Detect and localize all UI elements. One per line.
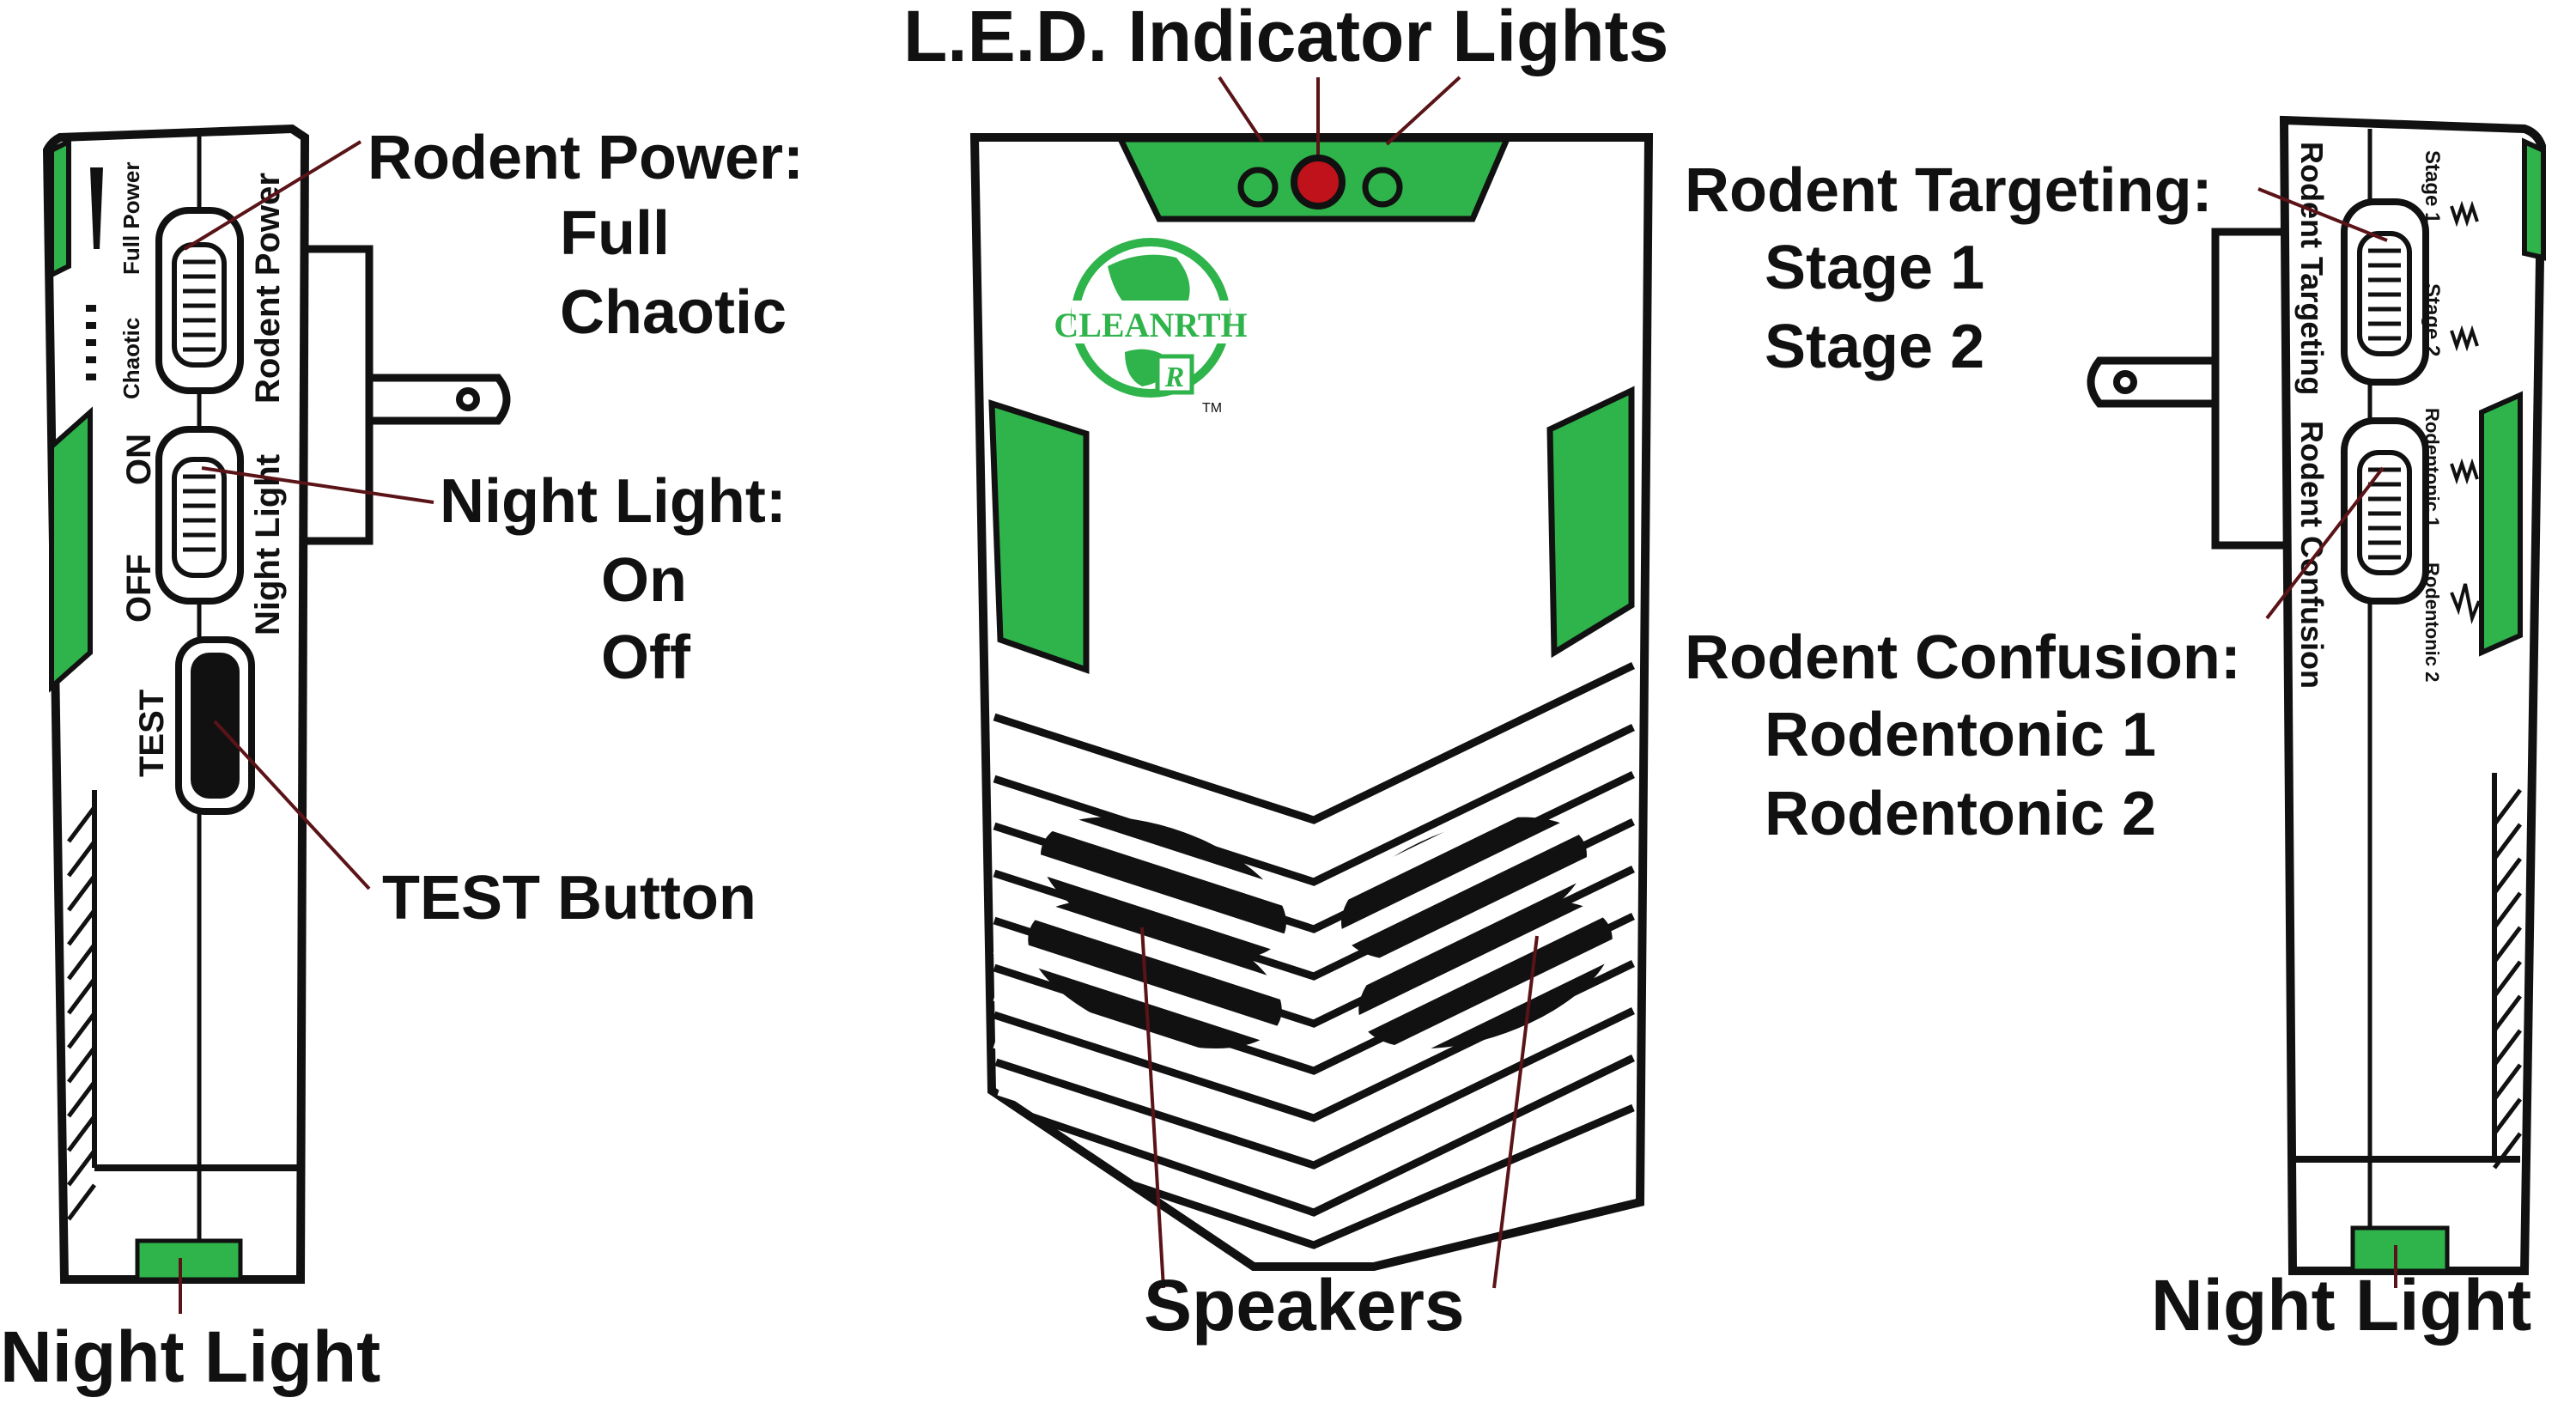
led-indicator-label: L.E.D. Indicator Lights <box>903 0 1669 76</box>
rodent-confusion-r1: Rodentonic 1 <box>1765 701 2157 769</box>
night-light-switch[interactable] <box>155 426 244 605</box>
test-button-label: TEST Button <box>382 864 756 933</box>
right-hatching <box>2493 788 2522 1170</box>
led-green-left <box>1237 167 1279 208</box>
night-light-left-label: Night Light <box>0 1316 381 1397</box>
stage2-text: Stage 2 <box>2421 283 2444 356</box>
led-green-right <box>1362 167 1403 208</box>
right-green-cap <box>2522 137 2546 261</box>
night-light-on: On <box>601 546 687 615</box>
leader-speaker-right <box>1492 935 1539 1289</box>
center-device: CLEANRTH R TM <box>969 133 1654 1271</box>
cleanrth-logo: CLEANRTH R TM <box>1054 238 1248 416</box>
stage1-text: Stage 1 <box>2421 150 2444 223</box>
center-right-panel <box>1546 386 1635 659</box>
leader-confusion <box>2265 466 2385 620</box>
rodent-targeting-switch[interactable] <box>2341 198 2429 386</box>
test-button[interactable] <box>175 636 255 815</box>
rodent-power-switch[interactable] <box>155 207 244 394</box>
rodent-confusion-text: Rodent Confusion <box>2294 421 2330 689</box>
rodent-targeting-stage2: Stage 2 <box>1765 313 1985 381</box>
right-plug-base <box>2211 228 2293 550</box>
rodent-power-chaotic: Chaotic <box>560 278 787 347</box>
rodent-confusion-switch[interactable] <box>2341 417 2429 605</box>
left-green-side-light <box>49 406 93 693</box>
rodent-targeting-label: Rodent Targeting: <box>1685 156 2213 225</box>
right-green-side-light <box>2479 391 2523 657</box>
logo-text: CLEANRTH <box>1054 306 1247 344</box>
night-light-text: Night Light <box>249 454 287 635</box>
logo-tm: TM <box>1202 401 1222 416</box>
chaotic-text: Chaotic <box>118 318 144 399</box>
left-prong-hole <box>456 387 480 411</box>
rodent-targeting-stage1: Stage 1 <box>1765 234 1985 302</box>
right-night-light-lens <box>2350 1225 2450 1273</box>
left-night-light-lens <box>135 1238 243 1282</box>
rodentonic2-text: Rodentonic 2 <box>2421 562 2443 682</box>
rodent-power-text: Rodent Power <box>249 173 287 404</box>
leader-speaker-left <box>1140 927 1165 1289</box>
left-plug-base <box>296 245 374 545</box>
leader-lines <box>179 76 2397 1314</box>
left-green-cap <box>49 137 71 279</box>
night-light-off: Off <box>601 623 690 692</box>
leader-night-light-switch <box>201 466 434 504</box>
rodent-power-label: Rodent Power: <box>368 124 805 192</box>
left-plug-prong <box>365 374 511 425</box>
leader-test <box>213 720 371 890</box>
left-hatching <box>67 805 96 1221</box>
left-device: Full Power Chaotic Rodent Power ON OFF N… <box>42 124 511 1284</box>
night-light-right-label: Night Light <box>2151 1265 2532 1346</box>
right-body <box>2279 115 2547 1275</box>
speaker-grille <box>993 661 1636 1249</box>
leader-targeting <box>2257 187 2388 242</box>
wave-icons <box>2450 200 2481 624</box>
led-red <box>1291 155 1346 210</box>
rodent-targeting-text: Rodent Targeting <box>2294 142 2330 395</box>
night-light-switch-label: Night Light: <box>440 467 787 536</box>
rodentonic1-text: Rodentonic 1 <box>2421 408 2443 527</box>
leader-rodent-power <box>183 140 362 251</box>
on-text: ON <box>120 434 158 485</box>
test-text: TEST <box>133 690 171 777</box>
rodent-confusion-r2: Rodentonic 2 <box>1765 780 2157 848</box>
right-prong-hole <box>2113 370 2137 394</box>
leader-led-right <box>1385 76 1461 146</box>
rodent-confusion-label: Rodent Confusion: <box>1685 623 2241 692</box>
right-plug-prong <box>2087 356 2220 408</box>
rodent-power-full: Full <box>560 199 670 268</box>
speakers-label: Speakers <box>1144 1265 1465 1346</box>
full-power-text: Full Power <box>118 162 144 275</box>
center-left-panel <box>988 399 1090 674</box>
leader-led-left <box>1218 76 1264 143</box>
right-device: Rodent Targeting Rodent Confusion Stage … <box>2087 115 2547 1275</box>
off-text: OFF <box>120 554 158 623</box>
logo-mark: R <box>1164 362 1185 393</box>
